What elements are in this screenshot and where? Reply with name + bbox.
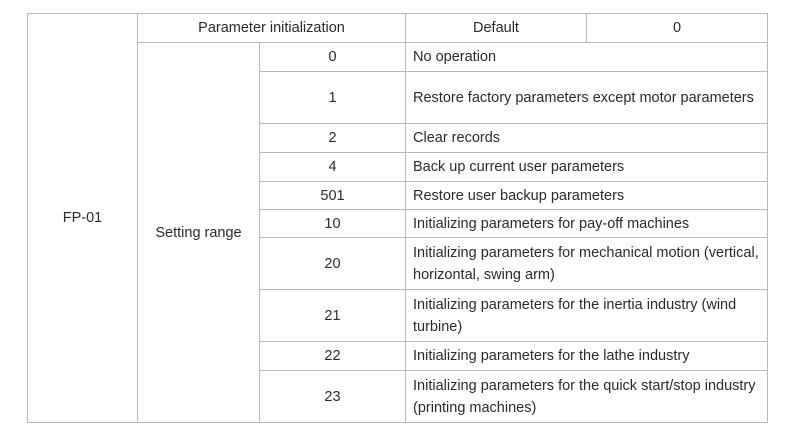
- option-description: Clear records: [405, 123, 768, 153]
- default-value: 0: [586, 13, 768, 43]
- option-description: Back up current user parameters: [405, 152, 768, 182]
- option-description: Restore factory parameters except motor …: [405, 71, 768, 124]
- option-value: 0: [259, 42, 406, 72]
- option-value: 20: [259, 237, 406, 290]
- option-value: 23: [259, 370, 406, 423]
- parameter-name: Parameter initialization: [137, 13, 406, 43]
- table-row: 21 Initializing parameters for the inert…: [28, 289, 768, 342]
- option-description: Restore user backup parameters: [405, 181, 768, 210]
- option-value: 2: [259, 123, 406, 153]
- option-description: Initializing parameters for the lathe in…: [405, 341, 768, 371]
- table-row: 2 Clear records: [28, 123, 768, 153]
- option-description: No operation: [405, 42, 768, 72]
- option-value: 501: [259, 181, 406, 210]
- option-description: Initializing parameters for the quick st…: [405, 370, 768, 423]
- option-value: 4: [259, 152, 406, 182]
- parameter-table: FP-01 Parameter initialization Default 0…: [27, 13, 768, 423]
- table-row: 20 Initializing parameters for mechanica…: [28, 237, 768, 290]
- option-description: Initializing parameters for mechanical m…: [405, 237, 768, 290]
- table-row: 4 Back up current user parameters: [28, 152, 768, 182]
- option-description: Initializing parameters for pay-off mach…: [405, 209, 768, 238]
- default-label: Default: [405, 13, 587, 43]
- option-description: Initializing parameters for the inertia …: [405, 289, 768, 342]
- header-row: FP-01 Parameter initialization Default 0: [27, 13, 768, 423]
- setting-range-label: Setting range: [137, 42, 260, 423]
- option-value: 22: [259, 341, 406, 371]
- table-row: Setting range 0 No operation: [28, 42, 768, 423]
- option-value: 21: [259, 289, 406, 342]
- parameter-code: FP-01: [27, 13, 138, 423]
- table-row: 23 Initializing parameters for the quick…: [28, 370, 768, 423]
- option-value: 10: [259, 209, 406, 238]
- option-value: 1: [259, 71, 406, 124]
